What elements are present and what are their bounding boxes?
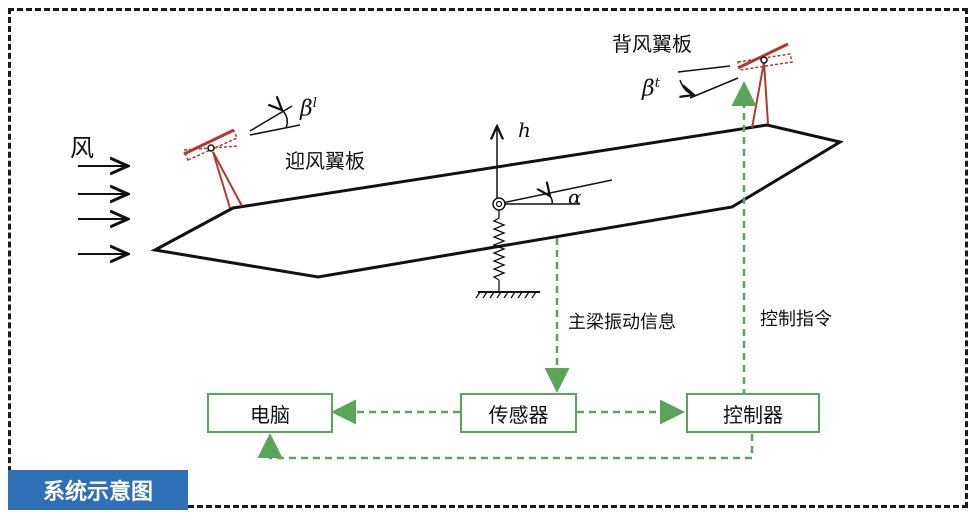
beta-t-label: βt	[642, 76, 660, 101]
system-diagram-badge: 系统示意图	[8, 470, 188, 510]
alpha-label: α	[568, 185, 582, 209]
beta-l-symbol: β	[300, 96, 313, 122]
beta-l-superscript: l	[312, 96, 317, 111]
trailing-flap	[737, 42, 793, 129]
spring-support	[475, 210, 540, 299]
beta-t-symbol: β	[642, 76, 655, 102]
wind-arrows	[78, 166, 128, 254]
wind-label: 风	[70, 134, 94, 162]
vibration-info-label: 主梁振动信息	[568, 312, 676, 333]
beta-l-angle	[249, 106, 301, 136]
controller-box: 控制器	[686, 393, 820, 433]
trailing-flap-label: 背风翼板	[612, 32, 692, 56]
beta-l-label: βl	[300, 96, 317, 121]
leading-flap-label: 迎风翼板	[285, 149, 365, 173]
control-command-label: 控制指令	[760, 309, 832, 330]
leading-flap	[183, 128, 243, 209]
computer-box: 电脑	[207, 393, 333, 433]
beta-t-superscript: t	[654, 76, 660, 91]
sensor-box: 传感器	[460, 393, 577, 433]
beta-t-angle	[677, 65, 739, 99]
dashed-frame	[8, 8, 968, 508]
signal-lines	[257, 81, 757, 460]
h-axis-label: h	[518, 118, 531, 142]
